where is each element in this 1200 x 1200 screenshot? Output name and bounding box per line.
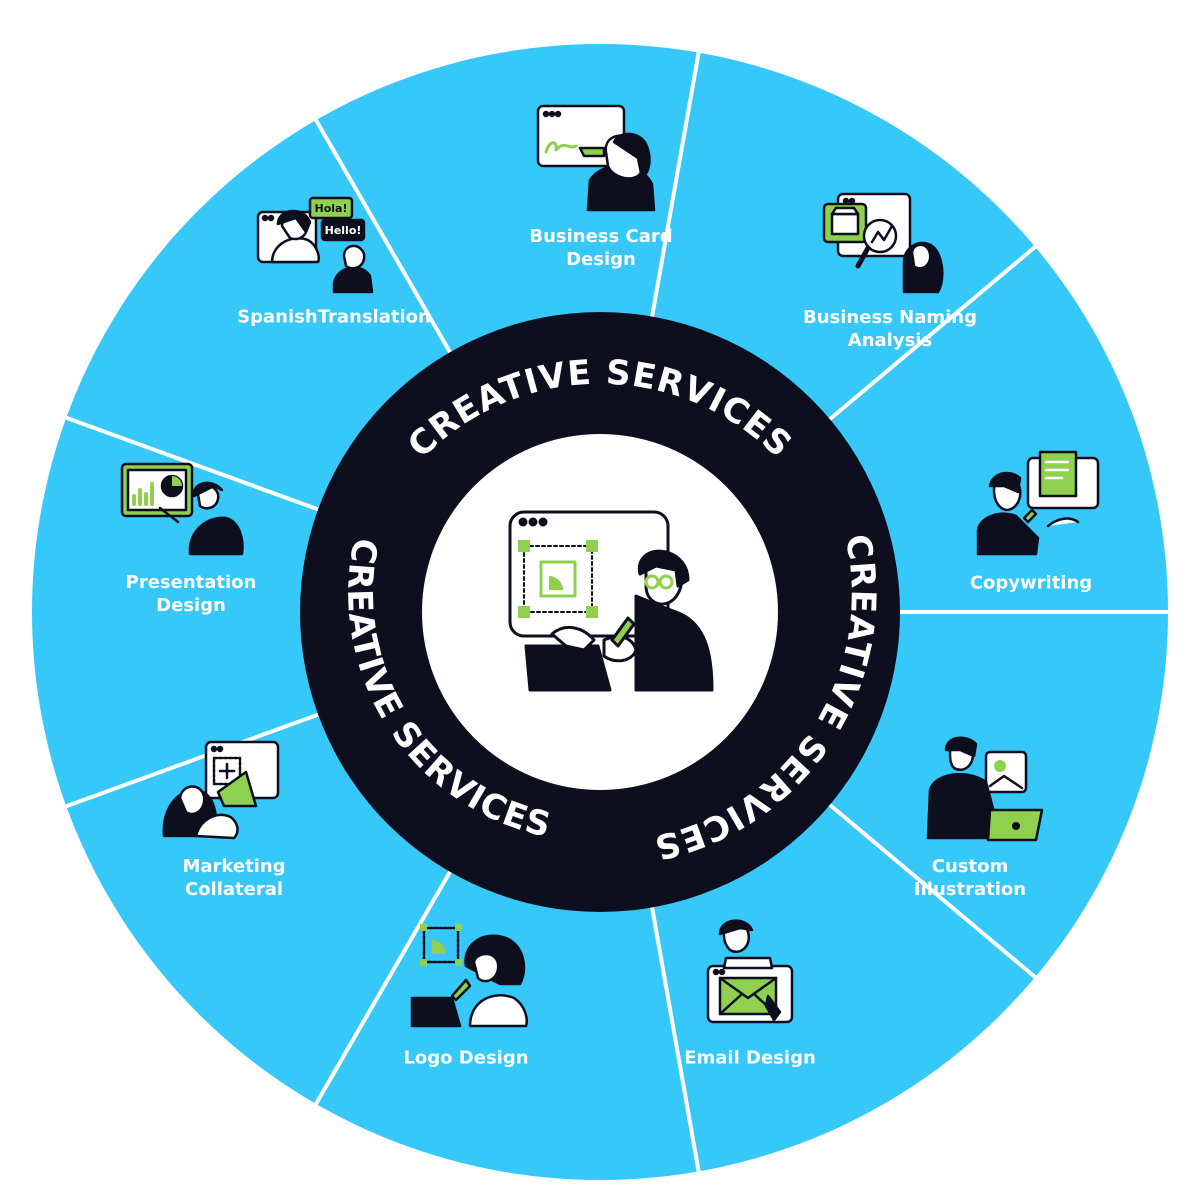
artist-tablet-icon xyxy=(926,736,1044,842)
designer-at-canvas-icon xyxy=(508,510,714,692)
segment-divider xyxy=(649,901,702,1178)
segment-divider xyxy=(649,46,702,323)
segment-dividers xyxy=(60,46,1174,1178)
segment-divider xyxy=(312,114,454,358)
hola-bubble-text: Hola! xyxy=(315,202,348,215)
speech-bubbles-icon: Hola! Hello! xyxy=(256,196,374,294)
hello-bubble-text: Hello! xyxy=(325,224,362,237)
segment-divider xyxy=(60,414,324,513)
label-spanish-translation: SpanishTranslation xyxy=(237,306,431,328)
label-logo-design: Logo Design xyxy=(403,1047,529,1069)
presenter-chart-icon xyxy=(120,462,244,556)
logo-laptop-icon xyxy=(410,924,528,1028)
document-writer-icon xyxy=(976,450,1100,556)
segment-divider xyxy=(312,866,454,1110)
envelope-window-icon xyxy=(706,919,794,1024)
megaphone-icon xyxy=(162,740,280,840)
signature-canvas-icon xyxy=(536,104,656,212)
label-copywriting: Copywriting xyxy=(969,572,1093,594)
segment-divider xyxy=(60,711,324,810)
label-email-design: Email Design xyxy=(684,1047,816,1069)
segment-divider xyxy=(824,242,1041,424)
storefront-magnifier-icon xyxy=(822,192,944,294)
segment-divider xyxy=(824,800,1041,982)
